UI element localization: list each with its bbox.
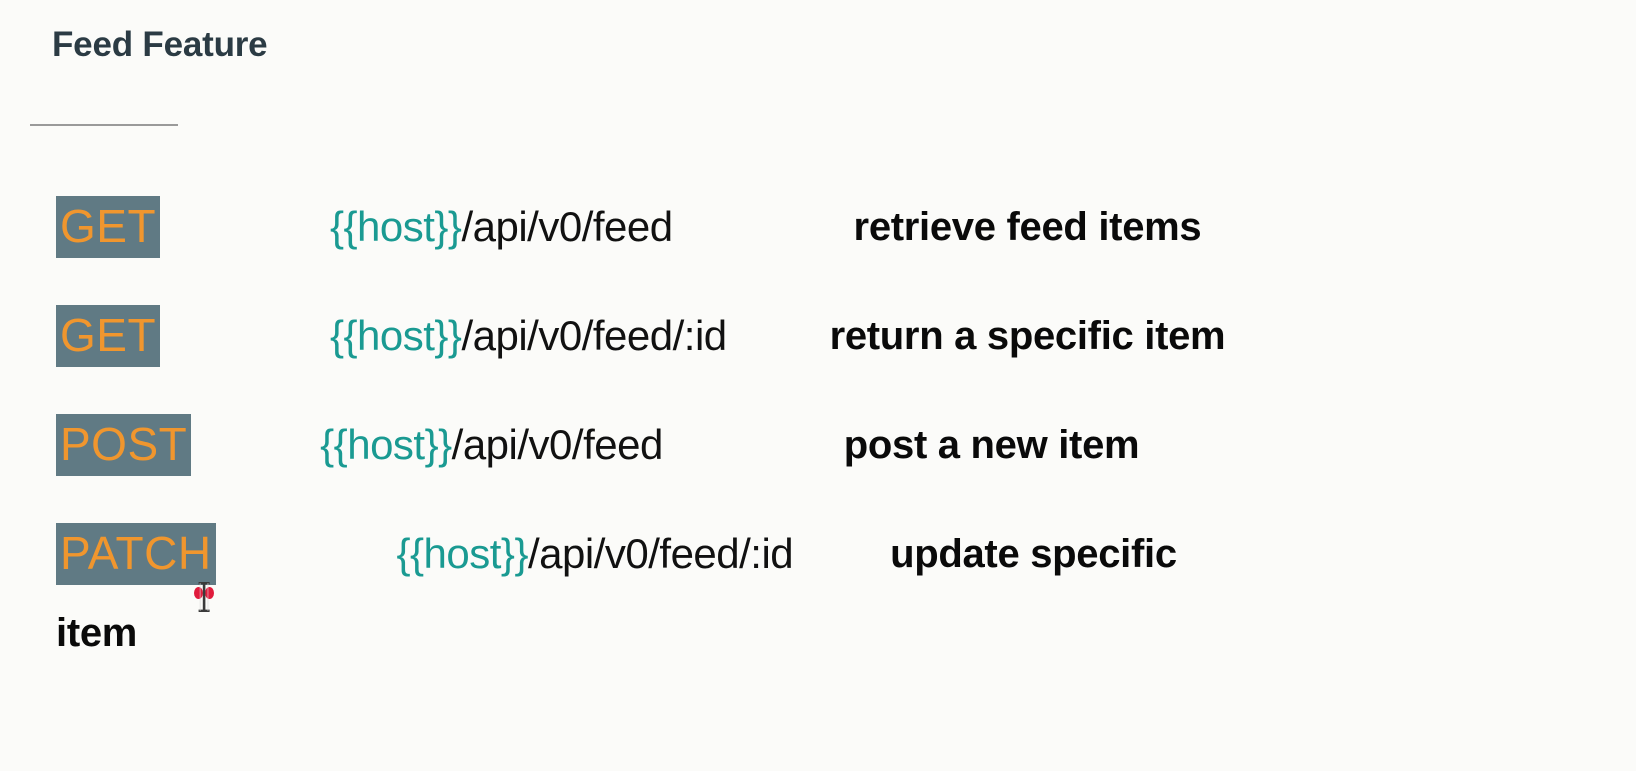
url-path: /api/v0/feed [451, 421, 664, 468]
endpoint-description: return a specific item [829, 314, 1226, 358]
url-path: /api/v0/feed/:id [461, 312, 727, 359]
host-variable: {{host}} [396, 530, 528, 577]
endpoint-url[interactable]: {{host}}/api/v0/feed/:id [396, 533, 793, 575]
endpoint-row: PATCH {{host}}/api/v0/feed/:id update sp… [56, 523, 1556, 653]
endpoint-description: update specific [890, 532, 1177, 576]
method-badge-get[interactable]: GET [56, 196, 161, 258]
endpoint-url[interactable]: {{host}}/api/v0/feed [320, 424, 663, 466]
method-badge-post[interactable]: POST [56, 414, 192, 476]
endpoint-row: GET {{host}}/api/v0/feed retrieve feed i… [56, 196, 1556, 258]
host-variable: {{host}} [329, 203, 462, 250]
endpoint-url[interactable]: {{host}}/api/v0/feed/:id [330, 315, 727, 357]
host-variable: {{host}} [329, 312, 462, 359]
endpoint-row: POST {{host}}/api/v0/feed post a new ite… [56, 414, 1556, 476]
endpoint-row: GET {{host}}/api/v0/feed/:id return a sp… [56, 305, 1556, 367]
endpoint-description: post a new item [843, 423, 1140, 467]
url-path: /api/v0/feed [461, 203, 673, 250]
method-badge-patch[interactable]: PATCH [56, 523, 216, 585]
method-badge-get[interactable]: GET [56, 305, 161, 367]
host-variable: {{host}} [320, 421, 452, 468]
endpoint-url[interactable]: {{host}}/api/v0/feed [330, 206, 673, 248]
url-path: /api/v0/feed/:id [527, 530, 794, 577]
title-divider [30, 124, 178, 126]
endpoint-list: GET {{host}}/api/v0/feed retrieve feed i… [56, 196, 1556, 653]
endpoint-description: retrieve feed items [853, 205, 1202, 249]
endpoint-description-continued: item [56, 611, 138, 655]
page-title: Feed Feature [52, 25, 268, 64]
